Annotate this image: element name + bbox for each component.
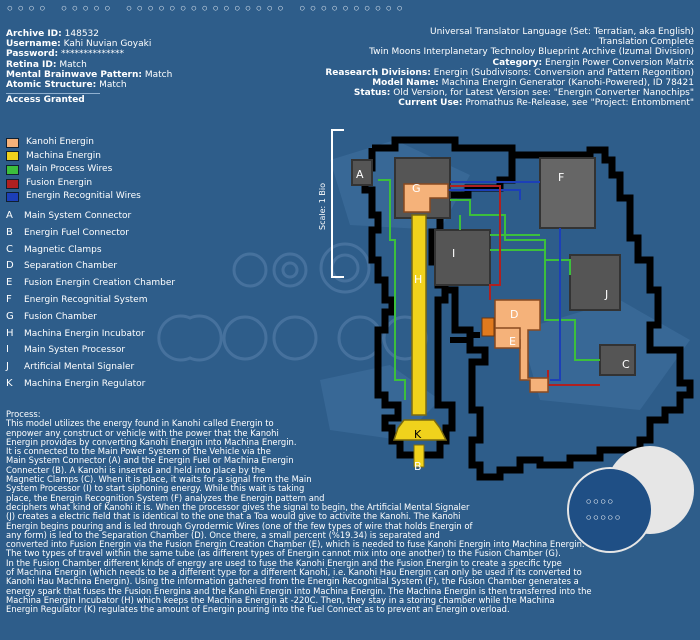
process-line: System Processor (I) to start siphoning … [6, 483, 305, 494]
process-line: converted into Fusion Energin via the Fu… [6, 539, 585, 550]
process-line: This model utilizes the energy found in … [6, 418, 274, 429]
diagram-label-h: H [414, 273, 422, 286]
divisions: Energin (Subdivisons: Conversion and Pat… [433, 67, 694, 78]
process-line: Connecter (B). A Kanohi is inserted and … [6, 464, 266, 475]
diagram-label-b: B [414, 460, 422, 473]
legend-item: Main Process Wires [6, 163, 141, 177]
legend-item: Machina Energin [6, 150, 141, 164]
machine-housing [361, 136, 694, 481]
legend-swatch [6, 192, 19, 203]
process-line: Magnetic Clamps (C). When it is place, i… [6, 474, 312, 485]
process-line: energy spark that fuses the Fusion Energ… [6, 585, 592, 596]
process-line: Kanohi Hau Machina Energin). Using the i… [6, 576, 579, 587]
legend-item: Energin Recognitial Wires [6, 190, 141, 204]
process-line: (J) creates a electric field that is ide… [6, 511, 461, 522]
process-line: Energin begins pouring and is led throug… [6, 520, 473, 531]
category: Energin Power Conversion Matrix [545, 57, 694, 68]
legend-item: Kanohi Energin [6, 136, 141, 150]
scale-label: Scale: 1 Bio [318, 183, 327, 230]
process-line: Machina Energin Incubator (H) which keep… [6, 594, 555, 605]
access-status: Access Granted [6, 95, 85, 106]
archive-info-panel: Universal Translator Language (Set: Terr… [325, 27, 694, 109]
process-line: Energin provides by converting Kanohi En… [6, 436, 297, 447]
diagram-label-d: D [510, 308, 518, 321]
process-line: It is connected to the Main Power System… [6, 446, 271, 457]
credentials-panel: Archive ID: 148532 Username: Kahi Nuvian… [6, 29, 173, 106]
process-text: This model utilizes the energy found in … [6, 418, 696, 615]
diagram-label-f: F [558, 171, 564, 184]
diagram-label-a: A [356, 168, 364, 181]
kanohi-energin-flow [403, 183, 549, 393]
process-line: place, the Energin Recognition System (F… [6, 492, 325, 503]
retina-id: Match [59, 59, 87, 70]
process-line: In the Fusion Chamber different kinds of… [6, 557, 562, 568]
svg-text:◦◦◦◦◦: ◦◦◦◦◦ [585, 511, 621, 525]
diagram-letter-labels: A B C D E F G H I J K [356, 168, 630, 473]
orange-clamp [481, 317, 495, 337]
svg-text:◦◦◦◦: ◦◦◦◦ [585, 495, 614, 509]
current-use: Promathus Re-Release, see "Project: Ento… [465, 98, 694, 109]
diagram-label-j: J [604, 288, 608, 301]
scale-bracket [331, 129, 344, 278]
process-line: any form) is led to the Separation Chamb… [6, 529, 440, 540]
legend-swatch [6, 178, 19, 189]
brainwave-pattern: Match [144, 69, 173, 80]
diagram-label-g: G [412, 182, 421, 195]
process-line: The two types of travel within the same … [6, 548, 561, 559]
password: ************** [61, 49, 124, 60]
model-name: Machina Energin Generator (Kanohi-Powere… [441, 78, 694, 89]
diagram-label-i: I [452, 247, 455, 260]
color-legend: Kanohi Energin Machina Energin Main Proc… [6, 136, 141, 204]
status: Old Version, for Latest Version see: "En… [393, 88, 694, 99]
machina-energin-regulator [392, 419, 448, 441]
legend-item: Fusion Energin [6, 177, 141, 191]
process-line: deciphers what kind of Kanohi it is. Whe… [6, 501, 470, 512]
process-line: enpower any construct or vehicle with th… [6, 427, 279, 438]
diagram-label-c: C [622, 358, 630, 371]
diagram-label-k: K [414, 428, 422, 441]
username: Kahi Nuvian Goyaki [63, 39, 152, 50]
process-line: Main System Connector (A) and the Energi… [6, 455, 294, 466]
process-description: Process: This model utilizes the energy … [6, 409, 696, 615]
legend-swatch [6, 164, 19, 175]
atomic-structure: Match [99, 80, 127, 91]
lower-housing [450, 332, 480, 343]
energin-recognitial-wires [440, 181, 561, 381]
process-heading: Process: [6, 409, 41, 419]
legend-swatch [6, 137, 19, 148]
archive-id: 148532 [64, 29, 99, 39]
twin-moons-logo: ◦◦◦◦ ◦◦◦◦◦ [567, 446, 694, 553]
process-line: of Machina Energin (which needs to be a … [6, 567, 582, 578]
diagram-label-e: E [509, 335, 516, 348]
process-line: Energin Regulator (K) regulates the amou… [6, 604, 510, 615]
machina-energin-incubator [411, 214, 427, 468]
header-glyph-title: ◦◦◦◦ ◦◦◦◦◦ ◦◦◦◦◦◦◦◦◦◦◦◦◦◦◦ ◦◦◦◦◦◦◦◦◦◦ [6, 2, 407, 17]
legend-swatch [6, 151, 19, 162]
